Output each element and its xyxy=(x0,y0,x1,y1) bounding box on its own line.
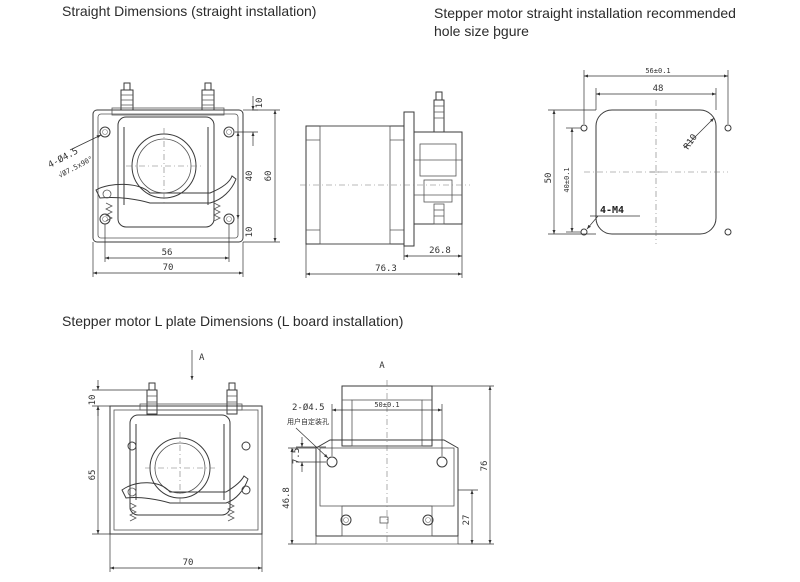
width-total-label: 70 xyxy=(163,263,174,273)
straight-dimensions-heading: Straight Dimensions (straight installati… xyxy=(62,3,317,19)
m4-hole xyxy=(724,228,732,236)
mounting-hole xyxy=(223,213,235,225)
l-plate-dimensions-heading: Stepper motor L plate Dimensions (L boar… xyxy=(62,313,404,329)
tube-fitting xyxy=(226,382,238,415)
hole-size-figure: 56±0.1 48 R10 50 40±0.1 4-M4 xyxy=(544,67,732,244)
straight-front-view: 10 40 60 10 56 70 4-Ø4.5 √Ø7.5x90° xyxy=(46,82,280,277)
l-plate-view-a: A 50±0.1 2-Ø4.5 用户自定装孔 7.5 46. xyxy=(282,361,494,545)
mount-hole xyxy=(436,456,448,468)
outer-height-label: 50 xyxy=(544,173,554,184)
tube-fitting xyxy=(120,82,134,111)
view-marker-a: A xyxy=(199,353,205,363)
mounting-hole xyxy=(99,126,111,138)
bottom-offset-label: 10 xyxy=(245,227,255,238)
height-holes-label: 40 xyxy=(245,171,255,182)
view-marker-a-label: A xyxy=(379,361,385,371)
total-length-label: 76.3 xyxy=(375,264,397,274)
m4-hole xyxy=(580,124,588,132)
mount-hole xyxy=(326,456,338,468)
l-plate-front-view: A xyxy=(88,350,263,572)
recommended-hole-heading-line1: Stepper motor straight installation reco… xyxy=(434,5,736,21)
recommended-hole-heading-line2: hole size þgure xyxy=(434,23,529,39)
lplate-top-offset-label: 10 xyxy=(88,395,98,406)
bottom-offset-27-label: 27 xyxy=(462,515,472,526)
inner-width-label: 48 xyxy=(653,84,664,94)
slot-width-label: 50±0.1 xyxy=(374,401,399,409)
pump-depth-label: 26.8 xyxy=(429,246,451,256)
tube-fitting xyxy=(201,82,215,111)
m4-hole xyxy=(724,124,732,132)
straight-side-view: 26.8 76.3 xyxy=(300,91,470,278)
outer-width-label: 56±0.1 xyxy=(645,67,670,75)
height-total-label: 60 xyxy=(264,171,274,182)
holes-callout-label: 4-M4 xyxy=(600,205,624,216)
mount-hole xyxy=(340,514,352,526)
mount-hole xyxy=(422,514,434,526)
lplate-hole-callout-label: 2-Ø4.5 xyxy=(292,402,325,413)
width-holes-label: 56 xyxy=(162,248,173,258)
corner-radius-label: R10 xyxy=(682,133,700,152)
slot-height-label: 46.8 xyxy=(282,487,292,509)
top-offset-label: 10 xyxy=(255,98,265,109)
mounting-hole xyxy=(99,213,111,225)
mounting-hole xyxy=(223,126,235,138)
tube-fitting xyxy=(146,382,158,415)
lplate-width-label: 70 xyxy=(183,558,194,568)
slot-offset-label: 7.5 xyxy=(292,448,302,464)
hole-spacing-label: 40±0.1 xyxy=(563,167,571,192)
lplate-hole-note-label: 用户自定装孔 xyxy=(287,417,329,426)
lplate-height-label: 65 xyxy=(88,470,98,481)
total-height-label: 76 xyxy=(480,461,490,472)
